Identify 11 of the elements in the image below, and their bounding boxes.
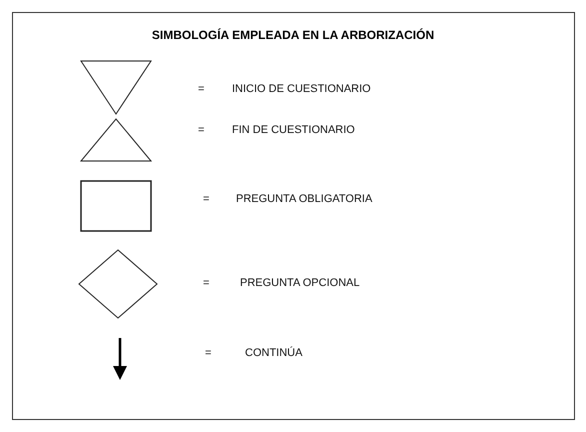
legend-text: FIN DE CUESTIONARIO — [232, 124, 355, 136]
equals-sign: = — [203, 193, 210, 205]
legend-text: PREGUNTA OPCIONAL — [240, 277, 360, 289]
legend-text: PREGUNTA OBLIGATORIA — [236, 193, 372, 205]
equals-sign: = — [198, 83, 204, 95]
equals-sign: = — [205, 347, 212, 359]
legend-text: CONTINÚA — [245, 347, 302, 359]
equals-sign: = — [198, 124, 204, 136]
legend-text: INICIO DE CUESTIONARIO — [232, 83, 371, 95]
diagram-title: SIMBOLOGÍA EMPLEADA EN LA ARBORIZACIÓN — [150, 28, 436, 42]
equals-sign: = — [203, 277, 210, 289]
